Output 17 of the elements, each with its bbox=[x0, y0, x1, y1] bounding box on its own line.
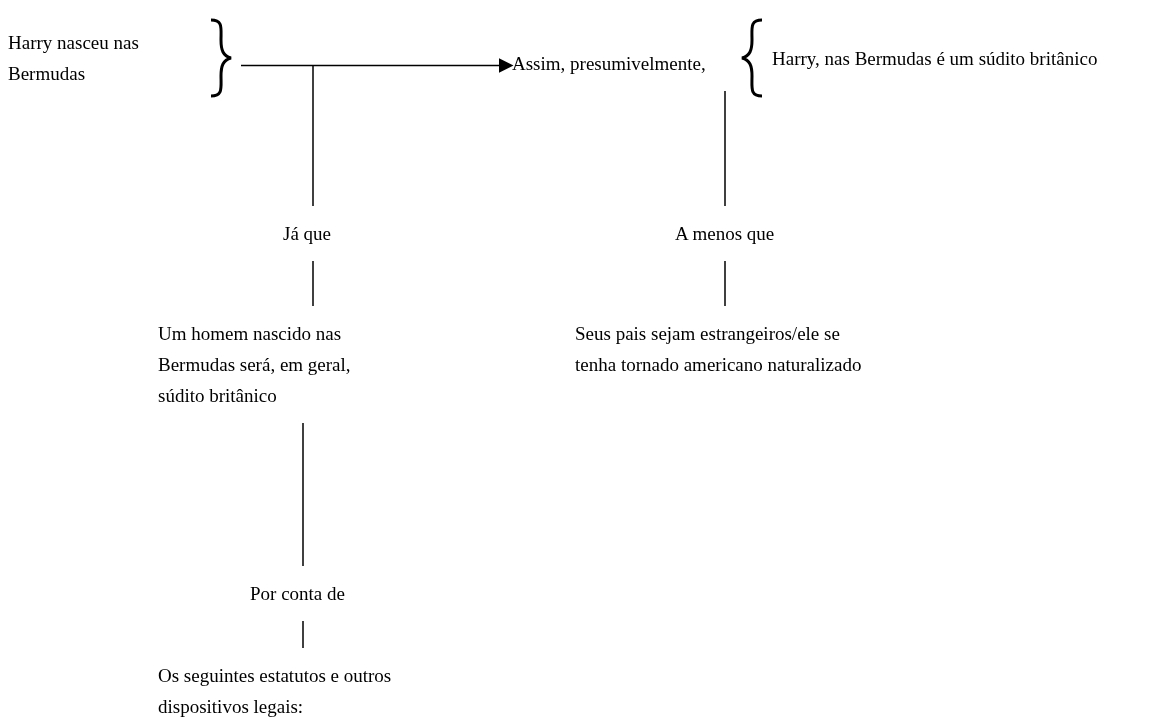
text-node bbox=[8, 18, 233, 98]
connector-line bbox=[312, 64, 314, 207]
connector-line bbox=[240, 58, 514, 73]
node-text: Seus pais sejam estrangeiros/ele se tenha tornado americano naturalizado bbox=[575, 322, 863, 377]
node-text: A menos que bbox=[675, 222, 775, 246]
node-text: Assim, presumivelmente, bbox=[512, 52, 706, 76]
node-text: Harry nasceu nas Bermudas bbox=[8, 31, 140, 86]
connector-line bbox=[724, 260, 726, 307]
node-text: Um homem nascido nas Bermudas será, em geral, súdito britânico bbox=[158, 322, 352, 408]
connector-line bbox=[312, 260, 314, 307]
node-text: Já que bbox=[283, 222, 331, 246]
connector-line bbox=[302, 620, 304, 649]
node-text: Os seguintes estatutos e outros dispositivos legais: bbox=[158, 664, 393, 719]
node-text: Por conta de bbox=[250, 582, 345, 606]
connector-line bbox=[724, 90, 726, 207]
connector-line bbox=[302, 422, 304, 567]
node-text: Harry, nas Bermudas é um súdito britânico bbox=[772, 46, 1098, 71]
